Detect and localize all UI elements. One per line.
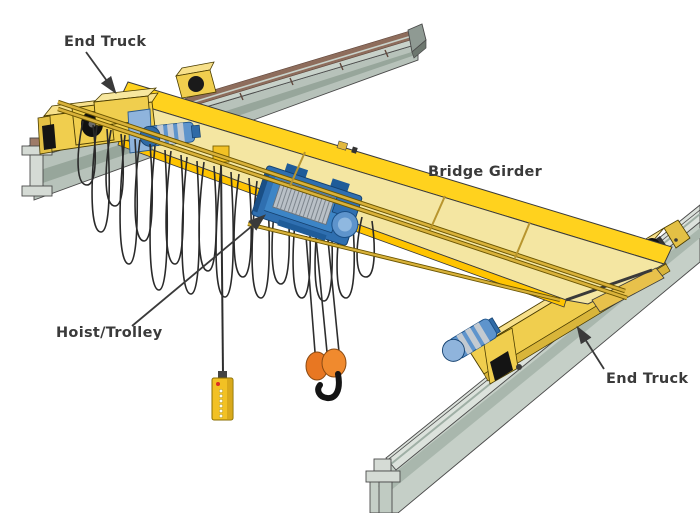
leader-arrow-hoist-trolley	[131, 214, 267, 327]
left-end-truck-far-wheel	[175, 61, 217, 99]
label-bridge-girder: Bridge Girder	[428, 164, 543, 180]
leader-arrow-end-truck-bottom	[576, 325, 605, 370]
girder-end-taper	[591, 267, 665, 313]
festoon-cables	[77, 120, 376, 302]
label-hoist-trolley: Hoist/Trolley	[56, 325, 163, 341]
right-end-truck-motor	[441, 317, 501, 362]
leader-arrow-end-truck-top	[85, 51, 117, 95]
pendant-buttons	[218, 388, 224, 419]
hoist-wire-ropes	[305, 235, 340, 353]
right-end-truck-bumper	[490, 351, 513, 381]
label-end-truck-top: End Truck	[64, 34, 146, 50]
label-end-truck-bottom: End Truck	[606, 371, 688, 387]
right-end-truck-end-plate	[663, 219, 691, 249]
hoist-trolley	[251, 163, 363, 246]
hook-icon	[315, 371, 342, 402]
hoist-drum	[272, 179, 336, 226]
left-end-truck-bumper	[42, 124, 56, 150]
festoon-track	[57, 99, 628, 302]
hook-block	[305, 348, 347, 402]
runway-beam-right-cross-section	[365, 458, 401, 513]
